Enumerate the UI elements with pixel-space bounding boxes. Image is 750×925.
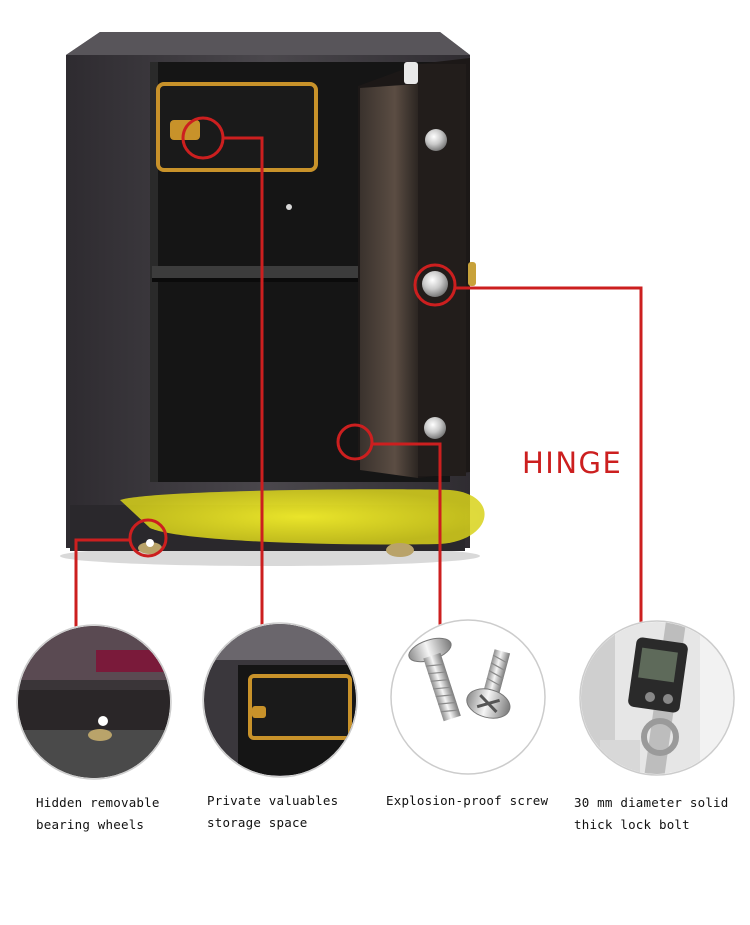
caption-storage-space: Private valuables storage space — [207, 790, 338, 834]
caption-line: Private valuables — [207, 793, 339, 808]
caption-explosion-proof-screw: Explosion-proof screw — [386, 790, 548, 812]
caption-lock-bolt: 30 mm diameter solid thick lock bolt — [574, 792, 729, 836]
caliper-icon — [579, 620, 735, 776]
caption-line: 30 mm diameter solid — [574, 795, 729, 810]
safe-image — [60, 32, 485, 566]
caption-line: bearing wheels — [36, 817, 145, 832]
callout-lines — [74, 116, 643, 632]
caption-line: Explosion-proof screw — [386, 793, 549, 808]
caption-line: storage space — [207, 815, 308, 830]
caption-line: Hidden removable — [36, 795, 160, 810]
wheel-icon — [16, 624, 172, 780]
caption-line: thick lock bolt — [574, 817, 690, 832]
drawer-icon — [202, 622, 358, 778]
screw-icon — [390, 619, 546, 775]
hinge-label: HINGE — [522, 446, 623, 480]
caption-bearing-wheels: Hidden removable bearing wheels — [36, 792, 160, 836]
